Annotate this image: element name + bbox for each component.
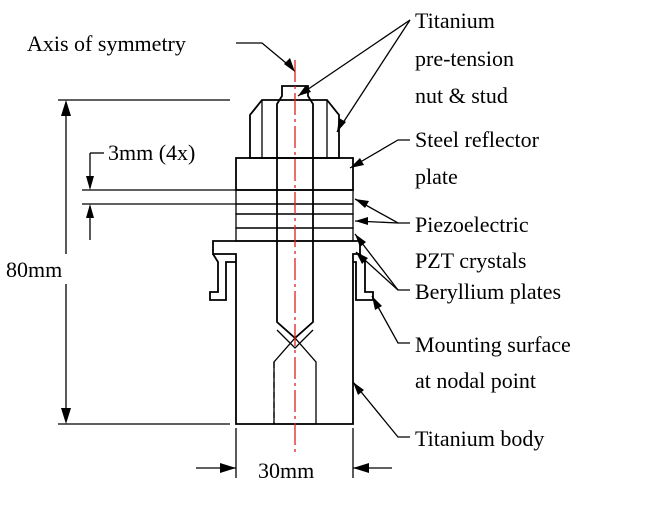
beryllium-label: Beryllium plates [415, 279, 561, 304]
height-dim-label: 80mm [6, 257, 62, 282]
axis-label: Axis of symmetry [27, 31, 186, 56]
thickness-dimension [82, 152, 236, 240]
height-dimension [58, 99, 230, 425]
piezo-label-line2: PZT crystals [415, 248, 526, 273]
thickness-dim-label: 3mm (4x) [108, 140, 195, 165]
steel-label-line1: Steel reflector [415, 127, 540, 152]
leader-lines [236, 19, 411, 438]
titanium-nut [249, 99, 340, 159]
steel-label-line2: plate [415, 164, 458, 189]
body-label: Titanium body [415, 426, 544, 451]
titanium-body [212, 240, 361, 425]
width-dim-label: 30mm [258, 458, 314, 483]
titanium-nut-label-line3: nut & stud [415, 83, 508, 108]
titanium-nut-label-line2: pre-tension [415, 46, 514, 71]
mount-label-line1: Mounting surface [415, 332, 571, 357]
mount-label-line2: at nodal point [415, 368, 536, 393]
titanium-nut-label-line1: Titanium [415, 8, 495, 33]
piezo-label-line1: Piezoelectric [415, 212, 529, 237]
mounting-flange [209, 253, 374, 301]
width-dimension [196, 428, 392, 478]
